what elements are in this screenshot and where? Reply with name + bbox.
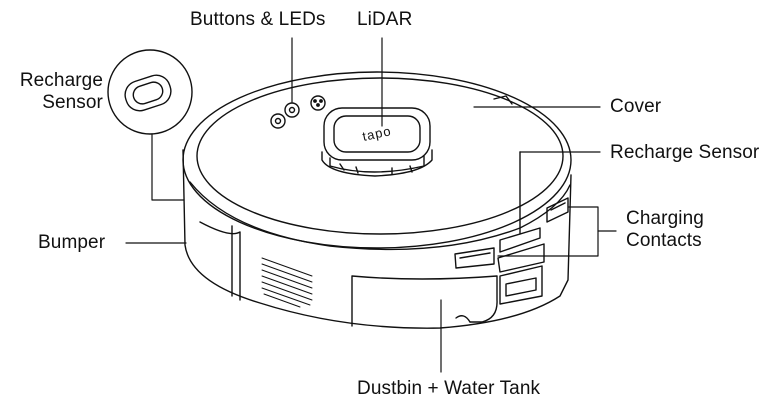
- label-lidar: LiDAR: [357, 9, 413, 30]
- tapo-logo: tapo: [361, 123, 393, 144]
- charging-contact-lower: [454, 247, 495, 269]
- leader-lines: [125, 37, 617, 373]
- robot-rim-lip: [189, 181, 571, 251]
- label-bumper: Bumper: [38, 232, 106, 253]
- label-charging-contacts-line1: Charging: [626, 208, 704, 229]
- robot-top-rim: [182, 71, 572, 249]
- charging-contact-upper: [546, 197, 569, 223]
- cover-notch: [493, 95, 513, 105]
- label-recharge-sensor: Recharge Sensor: [610, 142, 760, 163]
- label-charging-contacts-line2: Contacts: [626, 230, 702, 251]
- label-dustbin-water-tank: Dustbin + Water Tank: [357, 378, 541, 399]
- label-charging-contacts: Charging Contacts: [626, 208, 704, 252]
- label-recharge-sensor-inset-line2: Sensor: [42, 92, 103, 113]
- vent-grille: [261, 257, 313, 308]
- label-recharge-sensor-inset-line1: Recharge: [19, 70, 103, 91]
- button-cluster: [270, 95, 326, 129]
- robot-cover-surface: [196, 77, 564, 235]
- lidar-turret: [321, 107, 433, 177]
- recharge-sensor-inset: [107, 49, 193, 135]
- label-buttons-leds: Buttons & LEDs: [190, 9, 326, 30]
- robot-side-wall: [182, 149, 572, 329]
- label-cover: Cover: [610, 96, 662, 117]
- dustbin-panel: [351, 275, 498, 327]
- bumper-seam: [199, 221, 241, 301]
- label-recharge-sensor-inset: Recharge Sensor: [10, 70, 103, 114]
